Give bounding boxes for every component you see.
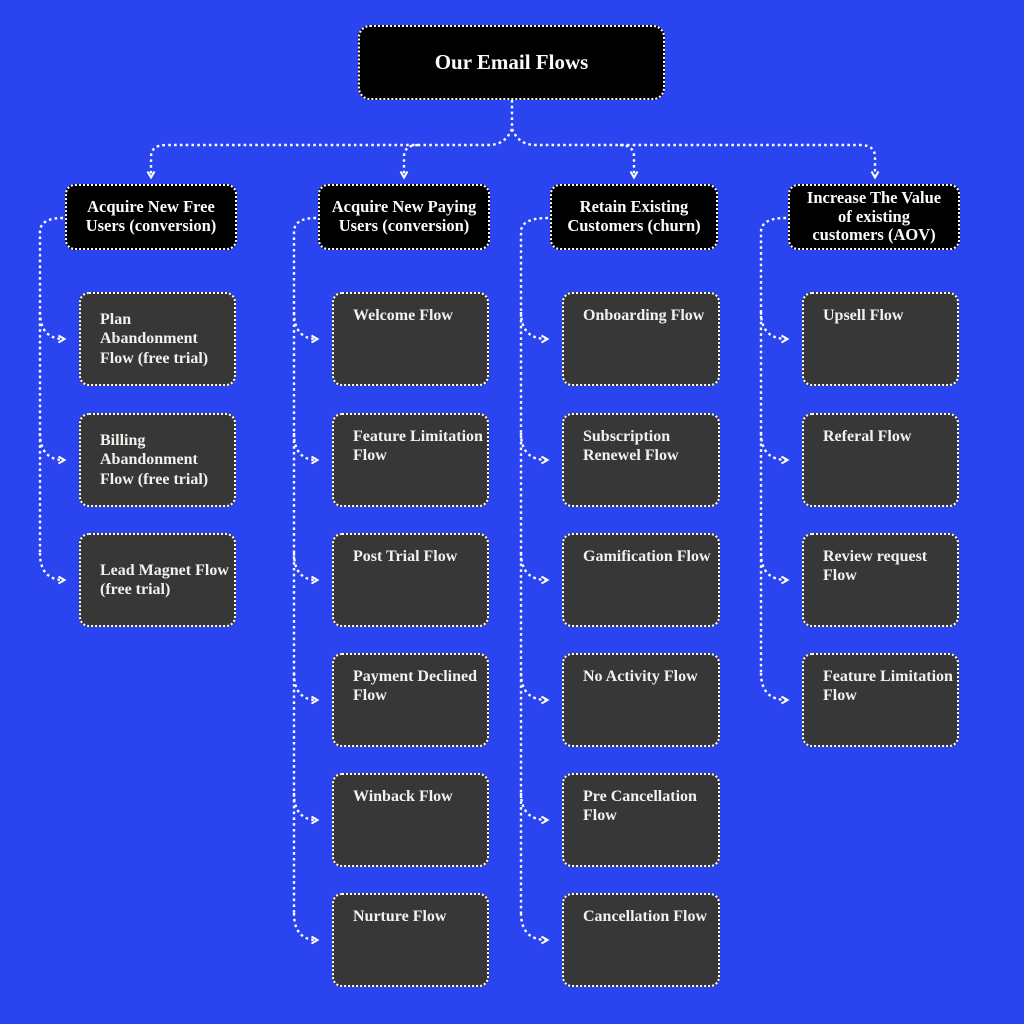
flow-node-nurture: Nurture Flow <box>332 893 489 987</box>
connector-column-2 <box>292 216 320 945</box>
flow-node-label: Review request Flow <box>823 548 928 585</box>
flow-node-label: Winback Flow <box>353 788 453 805</box>
category-node-acquire-new-free-users: Acquire New Free Users (conversion) <box>65 184 237 250</box>
flow-node-label: Nurture Flow <box>353 908 447 925</box>
flow-node-onboarding: Onboarding Flow <box>562 292 720 386</box>
flow-node-label: Referal Flow <box>823 428 912 445</box>
flow-node-payment-declined: Payment Declined Flow <box>332 653 489 747</box>
flow-node-billing-abandonment: Billing Abandonment Flow (free trial) <box>79 413 236 507</box>
flow-node-label: Cancellation Flow <box>583 908 707 925</box>
flow-node-referal: Referal Flow <box>802 413 959 507</box>
flow-node-label: No Activity Flow <box>583 668 698 685</box>
flow-node-label: Post Trial Flow <box>353 548 458 565</box>
connector-title-trunk <box>146 100 880 180</box>
flow-node-no-activity: No Activity Flow <box>562 653 720 747</box>
root-node-our-email-flows: Our Email Flows <box>358 25 665 100</box>
flow-node-label: Pre Cancellation Flow <box>583 788 697 825</box>
flow-node-post-trial: Post Trial Flow <box>332 533 489 627</box>
flow-node-label: Gamification Flow <box>583 548 711 565</box>
flow-node-label: Payment Declined Flow <box>353 668 477 705</box>
category-node-retain-existing-customers: Retain Existing Customers (churn) <box>550 184 718 250</box>
flow-node-label: Plan Abandonment Flow (free trial) <box>100 311 209 367</box>
flow-node-welcome: Welcome Flow <box>332 292 489 386</box>
root-node-label: Our Email Flows <box>434 49 589 74</box>
category-label: Increase The Value of existing customers… <box>806 187 942 245</box>
flow-node-feature-limitation: Feature Limitation Flow <box>332 413 489 507</box>
flow-node-label: Feature Limitation Flow <box>353 428 483 465</box>
flow-node-lead-magnet: Lead Magnet Flow (free trial) <box>79 533 236 627</box>
category-label: Acquire New Paying Users (conversion) <box>331 197 477 235</box>
flow-node-gamification: Gamification Flow <box>562 533 720 627</box>
flow-node-review-request: Review request Flow <box>802 533 959 627</box>
flow-node-feature-limitation-aov: Feature Limitation Flow <box>802 653 959 747</box>
flow-node-label: Onboarding Flow <box>583 307 705 324</box>
flow-node-subscription-renewel: Subscription Renewel Flow <box>562 413 720 507</box>
flow-node-upsell: Upsell Flow <box>802 292 959 386</box>
flow-node-winback: Winback Flow <box>332 773 489 867</box>
flow-node-label: Subscription Renewel Flow <box>583 428 679 465</box>
category-label: Retain Existing Customers (churn) <box>567 197 701 235</box>
connector-column-1 <box>38 216 67 585</box>
flow-node-label: Upsell Flow <box>823 307 904 324</box>
flow-node-label: Billing Abandonment Flow (free trial) <box>100 432 209 488</box>
category-node-acquire-new-paying-users: Acquire New Paying Users (conversion) <box>318 184 490 250</box>
flow-node-cancellation: Cancellation Flow <box>562 893 720 987</box>
flow-node-plan-abandonment: Plan Abandonment Flow (free trial) <box>79 292 236 386</box>
category-node-increase-value-existing-customers: Increase The Value of existing customers… <box>788 184 960 250</box>
connector-column-3 <box>519 216 550 945</box>
category-label: Acquire New Free Users (conversion) <box>85 197 217 235</box>
flow-node-pre-cancellation: Pre Cancellation Flow <box>562 773 720 867</box>
flow-node-label: Welcome Flow <box>353 307 453 324</box>
connector-column-4 <box>759 216 790 705</box>
flow-node-label: Feature Limitation Flow <box>823 668 953 705</box>
flow-node-label: Lead Magnet Flow (free trial) <box>100 561 229 598</box>
